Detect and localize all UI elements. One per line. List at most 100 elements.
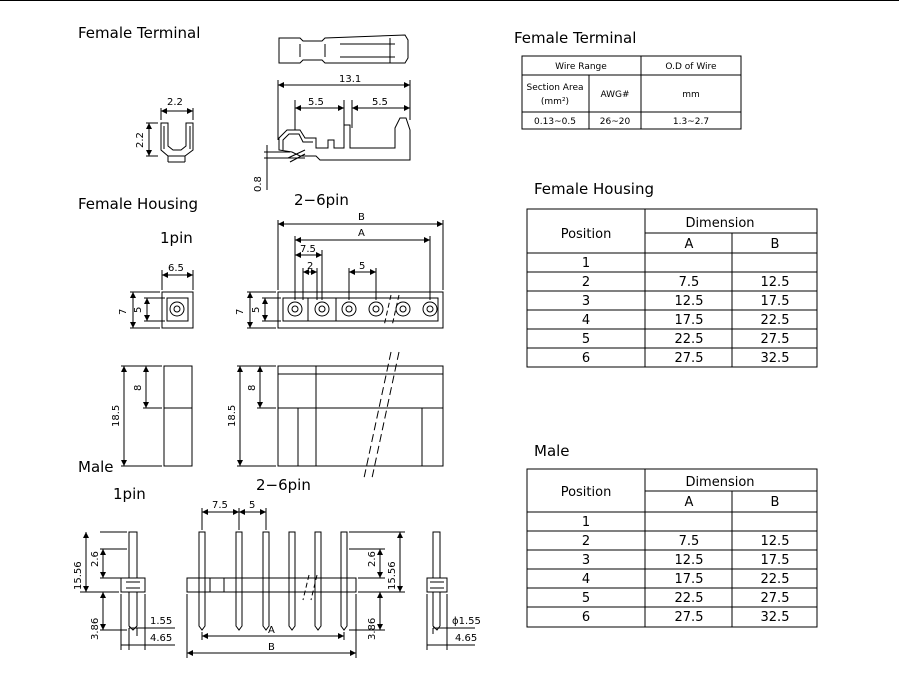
dim-13-1: 13.1 [339, 74, 361, 85]
dim-8-multi: 8 [247, 385, 258, 391]
dim-5-male: 5 [249, 500, 255, 511]
table-cell: 17.5 [761, 294, 790, 309]
dim-3-86-multi: 3.86 [367, 618, 378, 640]
female-housing-heading: Female Housing [78, 195, 198, 213]
dim-a-housing: A [358, 228, 365, 239]
awg-value: 26~20 [600, 117, 631, 127]
section-area-value: 0.13~0.5 [534, 117, 576, 127]
dim-6-5: 6.5 [168, 263, 184, 274]
female-housing-drawings: Female Housing 1pin 2−6pin 6.5 7 5 [78, 191, 444, 479]
housing-position-header: Position [561, 227, 612, 242]
dim-7-1pin: 7 [118, 309, 129, 315]
table-cell: 32.5 [761, 610, 790, 625]
dim-15-56-1pin: 15.56 [73, 561, 84, 590]
table-cell: 6 [582, 351, 590, 366]
male-2-6pin-header [186, 508, 405, 658]
table-cell: 27.5 [675, 610, 704, 625]
dim-a-male: A [268, 625, 275, 636]
table-cell: 12.5 [761, 534, 790, 549]
od-of-wire-header: O.D of Wire [665, 62, 717, 72]
dim-3-86-1pin: 3.86 [90, 618, 101, 640]
male-col-b: B [771, 495, 780, 510]
table-cell: 6 [582, 610, 590, 625]
housing-1pin-label: 1pin [160, 229, 193, 247]
housing-1pin-side [121, 365, 193, 467]
dim-5-multi: 5 [251, 307, 262, 313]
terminal-spec-table: Female Terminal Wire Range O.D of Wire S… [514, 29, 742, 130]
table-cell: 12.5 [675, 294, 704, 309]
dim-2-6-1pin: 2.6 [90, 551, 101, 567]
table-cell: 22.5 [761, 313, 790, 328]
male-table-body: 1 2 7.5 12.5 3 12.5 17.5 4 17.5 22.5 5 2… [582, 515, 790, 625]
male-end-view [426, 531, 475, 650]
male-2-6pin-label: 2−6pin [256, 476, 311, 494]
table-cell: 7.5 [679, 534, 700, 549]
housing-dimension-table: Female Housing Position Dimension A B 1 … [526, 180, 818, 368]
table-cell: 3 [582, 294, 590, 309]
table-cell: 32.5 [761, 351, 790, 366]
housing-table-title: Female Housing [534, 180, 654, 198]
terminal-top-view [278, 34, 409, 64]
od-value: 1.3~2.7 [673, 117, 709, 127]
male-dimension-table: Male Position Dimension A B 1 2 7.5 12.5… [526, 442, 818, 628]
dim-phi-1-55: ϕ1.55 [452, 616, 481, 627]
dim-18-5-1pin: 18.5 [111, 405, 122, 427]
table-cell: 4 [582, 572, 590, 587]
table-cell: 17.5 [675, 572, 704, 587]
dim-5-5-right: 5.5 [372, 97, 388, 108]
dim-b-male: B [268, 642, 275, 653]
dim-4-65-end: 4.65 [455, 633, 477, 644]
table-cell: 27.5 [675, 351, 704, 366]
male-drawings: Male 1pin 2−6pin 15.56 2.6 3.86 1.55 4.6… [73, 458, 481, 658]
section-area-header: Section Area [526, 83, 583, 93]
dim-5-1pin: 5 [133, 307, 144, 313]
male-position-header: Position [561, 485, 612, 500]
dim-1-55-1pin: 1.55 [150, 616, 172, 627]
terminal-end-view [146, 108, 194, 163]
section-area-unit: (mm²) [541, 97, 569, 107]
male-dimension-header: Dimension [685, 475, 754, 490]
housing-dimension-header: Dimension [685, 216, 754, 231]
table-cell: 17.5 [761, 553, 790, 568]
female-terminal-drawings: Female Terminal 2.2 2.2 [78, 24, 411, 192]
table-cell: 22.5 [675, 591, 704, 606]
dim-7-5-housing: 7.5 [300, 244, 316, 255]
table-cell: 12.5 [761, 275, 790, 290]
housing-2-6pin-front [247, 220, 444, 329]
dim-7-5-male: 7.5 [212, 500, 228, 511]
terminal-side-view [264, 80, 411, 190]
table-cell: 5 [582, 332, 590, 347]
dim-2-2-width: 2.2 [167, 97, 183, 108]
dim-2-housing: 2 [307, 261, 313, 272]
male-col-a: A [685, 495, 694, 510]
housing-1pin-front [130, 270, 194, 329]
dim-2-6-multi: 2.6 [367, 551, 378, 567]
table-cell: 3 [582, 553, 590, 568]
table-cell: 22.5 [761, 572, 790, 587]
table-cell: 27.5 [761, 591, 790, 606]
dim-5-5-left: 5.5 [308, 97, 324, 108]
dim-0-8: 0.8 [253, 176, 264, 192]
table-cell: 27.5 [761, 332, 790, 347]
dim-8-1pin: 8 [133, 385, 144, 391]
table-cell: 17.5 [675, 313, 704, 328]
female-terminal-heading: Female Terminal [78, 24, 200, 42]
terminal-table-title: Female Terminal [514, 29, 636, 47]
male-pins [198, 531, 348, 631]
table-cell: 1 [582, 256, 590, 271]
housing-table-body: 1 2 7.5 12.5 3 12.5 17.5 4 17.5 22.5 5 2… [582, 256, 790, 366]
table-cell: 2 [582, 275, 590, 290]
dim-b-housing: B [358, 212, 365, 223]
dim-15-56-multi: 15.56 [387, 561, 398, 590]
wire-range-header: Wire Range [555, 62, 607, 72]
housing-col-b: B [771, 237, 780, 252]
table-cell: 5 [582, 591, 590, 606]
housing-2-6pin-label: 2−6pin [294, 191, 349, 209]
table-cell: 22.5 [675, 332, 704, 347]
housing-2-6pin-side [237, 351, 444, 479]
male-heading: Male [78, 458, 114, 476]
housing-contact-holes [287, 301, 438, 317]
table-cell: 12.5 [675, 553, 704, 568]
awg-header: AWG# [600, 90, 629, 100]
